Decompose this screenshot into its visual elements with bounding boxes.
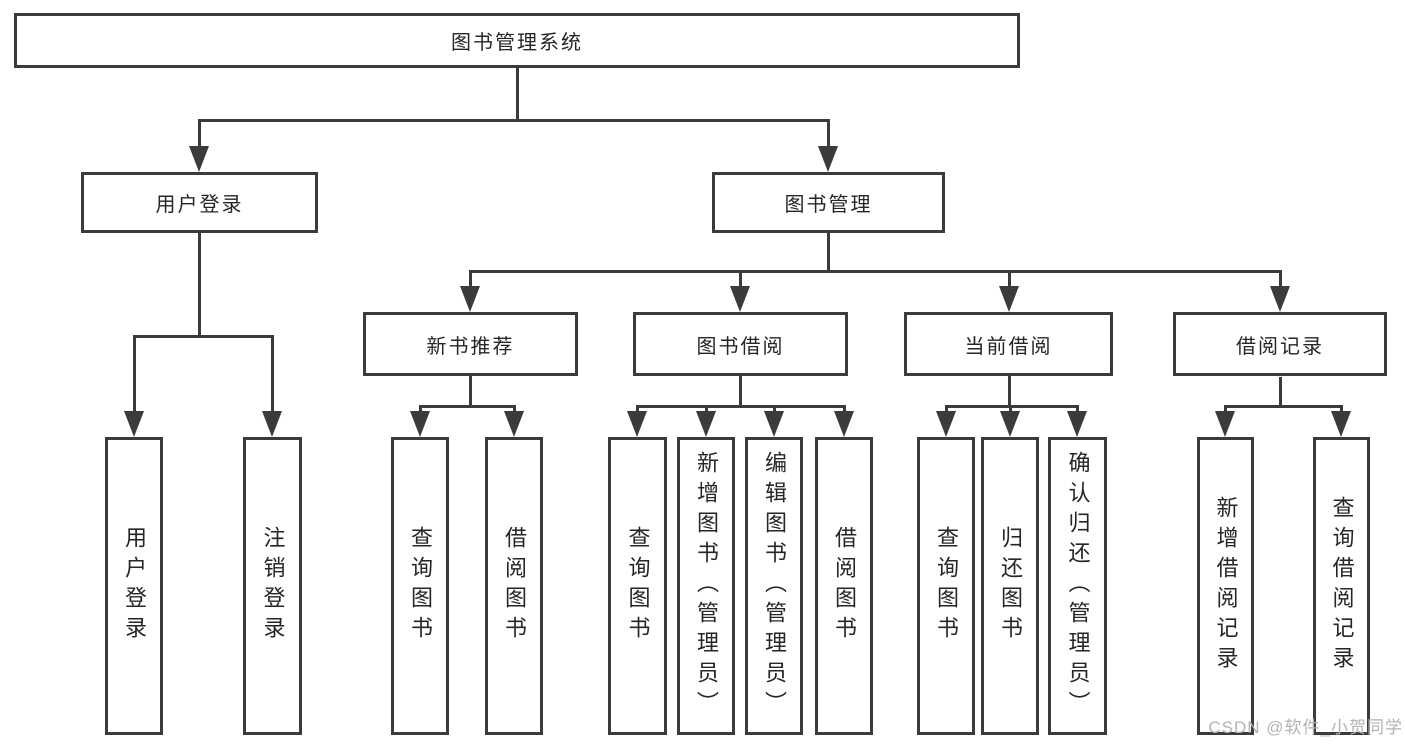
connector-drop-leaf-user-login	[133, 335, 136, 415]
connector-drop-leaf	[705, 405, 708, 415]
connector-book-management-rail	[469, 270, 1282, 273]
connector-drop-leaf	[843, 405, 846, 415]
connector-book-management-stem	[827, 233, 830, 272]
leaf-query-book-recommend: 查询图书	[391, 437, 449, 735]
connector-drop-new-book-recommend	[469, 270, 472, 290]
arrow-down-icon	[834, 411, 854, 437]
leaf-query-book-current-label: 查询图书	[934, 526, 959, 646]
arrow-down-icon	[627, 411, 647, 437]
node-root-label: 图书管理系统	[451, 32, 583, 54]
leaf-query-book-borrowing-label: 查询图书	[625, 526, 651, 646]
arrow-down-icon	[764, 411, 784, 437]
connector-book-borrowing-rail	[636, 405, 846, 408]
arrow-down-icon	[189, 146, 209, 172]
node-current-borrowing: 当前借阅	[904, 312, 1113, 376]
node-new-book-recommend: 新书推荐	[363, 312, 578, 376]
node-borrow-records-label: 借阅记录	[1236, 335, 1324, 358]
csdn-watermark: CSDN @软件_小贺同学	[1208, 718, 1403, 737]
connector-drop-leaf	[1340, 405, 1343, 415]
leaf-add-book-admin: 新增图书（管理员）	[677, 437, 735, 735]
leaf-add-borrow-record-label: 新增借阅记录	[1213, 496, 1239, 676]
leaf-borrow-book: 借阅图书	[815, 437, 873, 735]
connector-drop-book-borrowing	[739, 270, 742, 290]
connector-current-borrowing-stem	[1008, 376, 1011, 407]
connector-drop-borrow-records	[1279, 270, 1282, 290]
node-book-borrowing: 图书借阅	[633, 312, 848, 376]
node-book-borrowing-label: 图书借阅	[696, 335, 785, 358]
node-user-login: 用户登录	[81, 172, 318, 233]
connector-new-book-stem	[469, 376, 472, 407]
connector-drop-book-management	[827, 119, 830, 151]
connector-current-borrowing-rail	[945, 405, 1079, 408]
connector-drop-leaf	[773, 405, 776, 415]
arrow-down-icon	[124, 411, 144, 437]
arrow-down-icon	[1270, 286, 1290, 312]
node-book-management-label: 图书管理	[784, 194, 873, 216]
connector-borrow-records-rail	[1224, 405, 1343, 408]
leaf-confirm-return-admin-label: 确认归还（管理员）	[1065, 451, 1091, 721]
leaf-query-borrow-record-label: 查询借阅记录	[1329, 496, 1355, 676]
leaf-query-book-recommend-label: 查询图书	[408, 526, 433, 646]
connector-root-rail	[198, 119, 830, 122]
arrow-down-icon	[1000, 411, 1020, 437]
leaf-add-borrow-record: 新增借阅记录	[1197, 437, 1254, 735]
arrow-down-icon	[999, 286, 1019, 312]
leaf-query-book-current: 查询图书	[917, 437, 975, 735]
leaf-borrow-book-recommend-label: 借阅图书	[502, 526, 527, 646]
connector-user-login-rail	[133, 335, 274, 338]
leaf-return-book: 归还图书	[981, 437, 1039, 735]
arrow-down-icon	[1215, 411, 1235, 437]
leaf-logout-label: 注销登录	[260, 526, 286, 646]
arrow-down-icon	[410, 411, 430, 437]
connector-drop-leaf	[636, 405, 639, 415]
connector-drop-leaf	[419, 405, 422, 415]
leaf-query-book-borrowing: 查询图书	[608, 437, 667, 735]
connector-borrow-records-stem	[1279, 377, 1282, 407]
connector-drop-user-login	[198, 119, 201, 151]
node-new-book-recommend-label: 新书推荐	[426, 335, 515, 358]
node-root: 图书管理系统	[14, 13, 1020, 68]
connector-root-stem	[516, 68, 519, 121]
leaf-user-login: 用户登录	[105, 437, 163, 735]
leaf-return-book-label: 归还图书	[998, 526, 1023, 646]
arrow-down-icon	[1067, 411, 1087, 437]
leaf-edit-book-admin: 编辑图书（管理员）	[745, 437, 803, 735]
connector-book-borrowing-stem	[739, 376, 742, 407]
node-borrow-records: 借阅记录	[1173, 312, 1387, 376]
arrow-down-icon	[262, 411, 282, 437]
connector-drop-leaf	[1009, 405, 1012, 415]
connector-drop-leaf	[1224, 405, 1227, 415]
node-book-management: 图书管理	[712, 172, 945, 233]
arrow-down-icon	[696, 411, 716, 437]
connector-drop-leaf	[1076, 405, 1079, 415]
arrow-down-icon	[936, 411, 956, 437]
arrow-down-icon	[730, 286, 750, 312]
arrow-down-icon	[504, 411, 524, 437]
leaf-borrow-book-recommend: 借阅图书	[485, 437, 543, 735]
leaf-add-book-admin-label: 新增图书（管理员）	[694, 451, 719, 721]
arrow-down-icon	[460, 286, 480, 312]
leaf-borrow-book-label: 借阅图书	[832, 526, 857, 646]
connector-drop-leaf	[945, 405, 948, 415]
leaf-confirm-return-admin: 确认归还（管理员）	[1048, 437, 1107, 735]
connector-user-login-stem	[198, 233, 201, 337]
node-current-borrowing-label: 当前借阅	[964, 335, 1053, 358]
connector-drop-leaf	[513, 405, 516, 415]
leaf-edit-book-admin-label: 编辑图书（管理员）	[762, 451, 787, 721]
node-user-login-label: 用户登录	[155, 194, 244, 216]
connector-new-book-rail	[419, 405, 516, 408]
arrow-down-icon	[818, 146, 838, 172]
arrow-down-icon	[1331, 411, 1351, 437]
leaf-user-login-label: 用户登录	[122, 526, 147, 646]
leaf-query-borrow-record: 查询借阅记录	[1313, 437, 1370, 735]
leaf-logout: 注销登录	[243, 437, 302, 735]
connector-drop-current-borrowing	[1008, 270, 1011, 290]
connector-drop-leaf-logout	[271, 335, 274, 415]
